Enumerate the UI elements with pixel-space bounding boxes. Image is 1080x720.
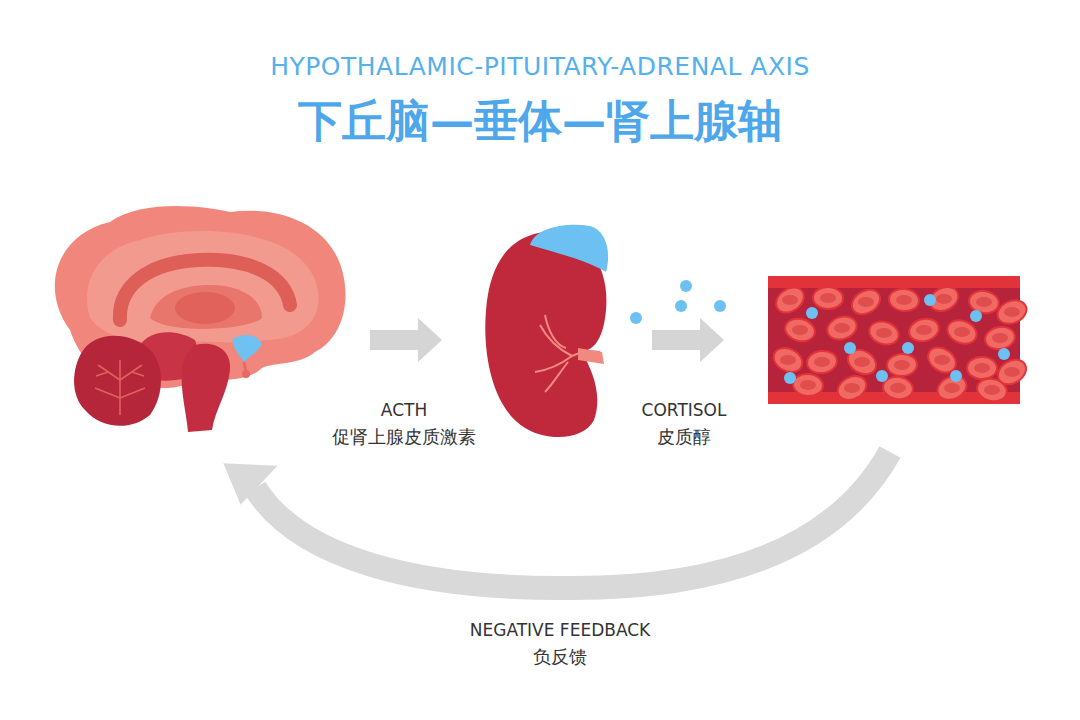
red-cell [888, 287, 920, 312]
red-cell-center [1004, 307, 1020, 317]
red-cell-center [814, 357, 830, 367]
feedback-label: NEGATIVE FEEDBACK [470, 620, 650, 640]
red-cell [813, 286, 844, 309]
red-cell-center [944, 383, 960, 393]
red-cell-center [954, 327, 970, 337]
feedback-arrow [255, 452, 890, 588]
cortisol-dot [924, 294, 936, 306]
red-cell-center [800, 380, 816, 390]
cortisol-dot [970, 310, 982, 322]
red-cell [792, 373, 824, 398]
red-cell [783, 316, 817, 345]
red-cell-center [934, 355, 950, 365]
red-cell-center [780, 355, 796, 365]
red-cell-center [916, 325, 932, 335]
red-cell [866, 318, 901, 348]
red-cell-center [976, 297, 992, 307]
signal-name-chinese: 促肾上腺皮质激素 [332, 425, 476, 449]
red-cell [886, 353, 917, 377]
red-cell-center [876, 328, 892, 338]
flow-arrow [370, 318, 442, 362]
feedback-label-chinese: 负反馈 [533, 645, 587, 669]
hormone-dots [630, 280, 726, 324]
cortisol-dot [902, 342, 914, 354]
red-cell-center [890, 383, 906, 393]
red-cell-center [782, 295, 798, 305]
flow-arrow [652, 318, 724, 362]
feedback-arrowhead [223, 446, 285, 505]
red-cell-center [974, 363, 990, 373]
hormone-name: CORTISOL [642, 400, 727, 420]
blood-vessel [768, 276, 1031, 405]
signal-name: ACTH [381, 400, 427, 420]
red-cell-center [792, 325, 808, 335]
red-cell-center [858, 297, 874, 307]
red-cell [967, 357, 997, 380]
red-cell [771, 282, 808, 317]
red-cell-center [844, 383, 860, 393]
red-cell [975, 376, 1009, 404]
red-cell-center [820, 293, 836, 303]
red-cell-center [936, 294, 952, 304]
cortisol-dot [950, 370, 962, 382]
red-cell-center [894, 360, 910, 370]
cortisol-dot [806, 307, 818, 319]
red-cell-center [984, 385, 1000, 395]
red-cell-center [992, 333, 1008, 343]
red-cell-center [896, 295, 912, 305]
brain-figure [55, 206, 346, 432]
cortisol-dot [998, 348, 1010, 360]
cortisol-dot [876, 370, 888, 382]
hormone-name-chinese: 皮质醇 [657, 425, 711, 449]
red-cell-center [834, 323, 850, 333]
title-chinese: 下丘脑—垂体—肾上腺轴 [298, 92, 782, 151]
kidney-figure [485, 225, 608, 437]
red-cell-center [1004, 367, 1020, 377]
red-cell [806, 349, 838, 374]
red-cell [847, 285, 884, 319]
red-cell-center [854, 357, 870, 367]
red-cell [907, 315, 942, 344]
red-cell [994, 296, 1030, 328]
red-cell [770, 344, 807, 377]
cortisol-dot [844, 342, 856, 354]
title-english: HYPOTHALAMIC-PITUITARY-ADRENAL AXIS [270, 52, 810, 81]
cortisol-dot [784, 372, 796, 384]
red-cell [824, 313, 860, 344]
red-cell [834, 371, 871, 405]
red-cell [983, 324, 1017, 351]
